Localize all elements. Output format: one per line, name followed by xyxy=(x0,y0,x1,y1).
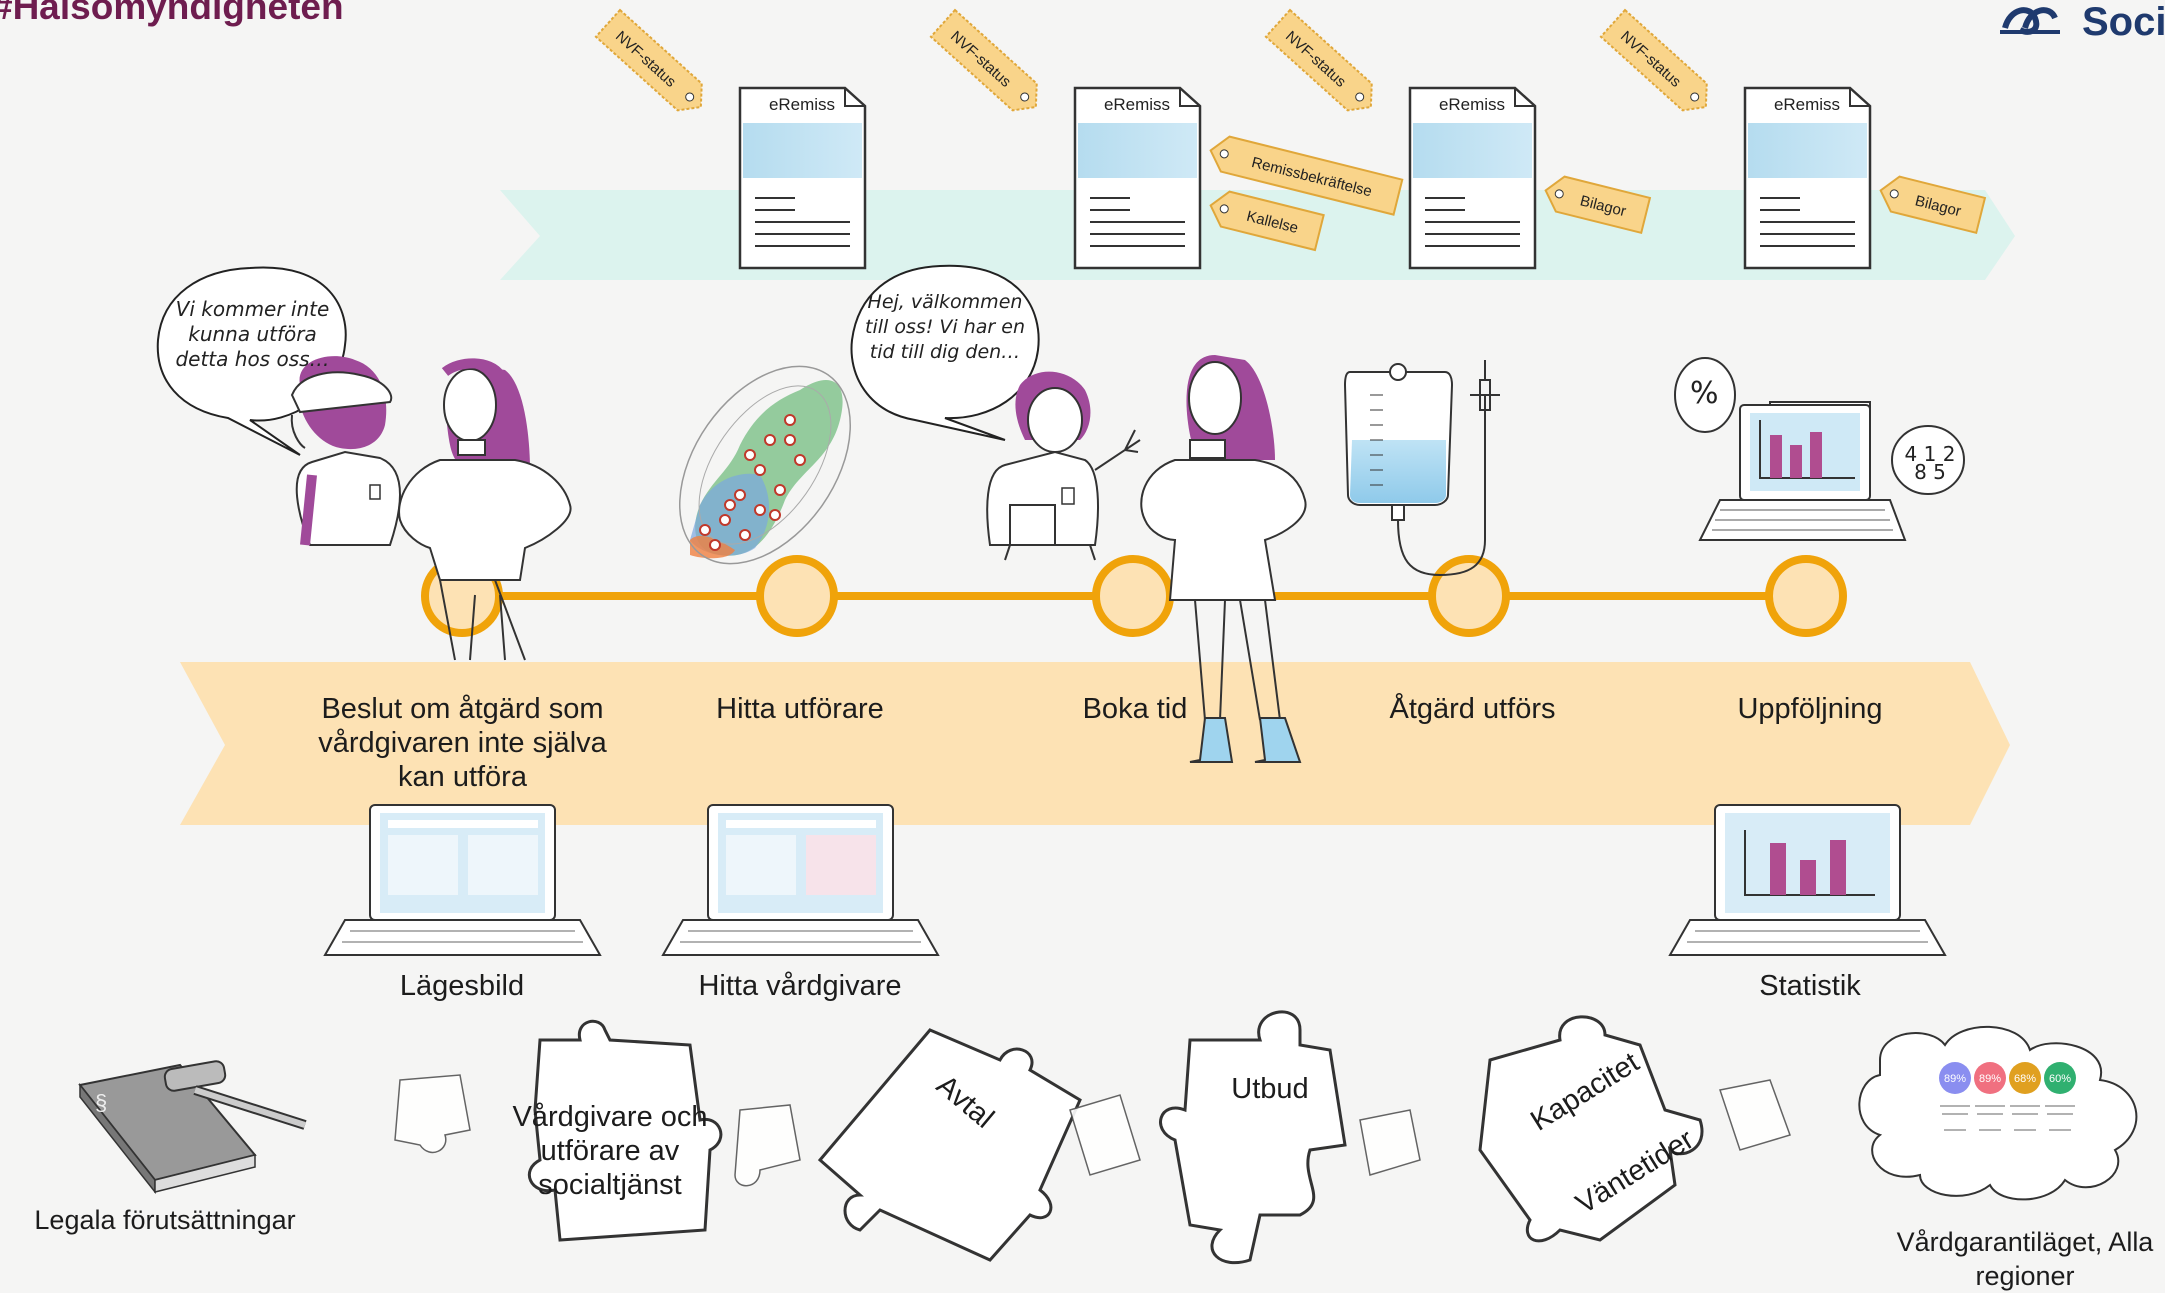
speech-bubble-left-text: Vi kommer inte kunna utföra detta hos os… xyxy=(175,297,330,371)
nurse-figure-middle xyxy=(986,371,1141,561)
map-node xyxy=(784,414,796,426)
side-tag: Bilagor xyxy=(1879,175,1987,235)
map-node xyxy=(769,509,781,521)
milestone-circle xyxy=(1428,555,1510,637)
milestone-circle xyxy=(1765,555,1847,637)
percent-value: 60% xyxy=(2049,1073,2071,1085)
eremiss-document: eRemiss xyxy=(1408,86,1537,270)
stage-label-follow-up: Uppföljning xyxy=(1737,693,1883,725)
percent-circle xyxy=(2044,1062,2076,1094)
guarantee-label: Vårdgarantiläget, Alla regioner xyxy=(1896,1227,2154,1291)
map-node xyxy=(764,434,776,446)
eremiss-document: eRemiss xyxy=(1743,86,1872,270)
guarantee-percent-circles: 89% 89% 68% 60% xyxy=(1939,1062,2076,1094)
eremiss-title: eRemiss xyxy=(769,95,835,114)
map-node xyxy=(719,514,731,526)
map-node xyxy=(794,454,806,466)
map-node xyxy=(744,449,756,461)
sweden-network-map-illustration xyxy=(678,365,852,565)
percent-circle xyxy=(1974,1062,2006,1094)
speech-bubble-middle-text: Hej, välkommen till oss! Vi har en tid t… xyxy=(865,291,1025,363)
laptop-statistics-illustration xyxy=(1674,357,1965,541)
numbers-icon: 4 1 2 8 5 xyxy=(1904,442,1956,484)
percent-value: 68% xyxy=(2014,1073,2036,1085)
tool-laptop xyxy=(661,804,940,956)
law-book-gavel-illustration: § xyxy=(78,1060,307,1195)
svg-text:§: § xyxy=(95,1090,107,1115)
guarantee-cloud-illustration: 89% 89% 68% 60% xyxy=(1858,1025,2138,1201)
map-node xyxy=(734,489,746,501)
map-nodes xyxy=(699,414,806,551)
tool-label-statistics: Statistik xyxy=(1759,970,1861,1002)
guarantee-text-lines xyxy=(1940,1105,2075,1131)
stage-label-find-provider: Hitta utförare xyxy=(716,693,884,725)
puzzle-text-providers: Vårdgivare och utförare av socialtjänst xyxy=(512,1101,708,1201)
nvf-status-tag: NVF-status xyxy=(929,8,1038,112)
tool-label-find-caregiver: Hitta vårdgivare xyxy=(698,970,902,1002)
stage-label-procedure: Åtgärd utförs xyxy=(1389,693,1556,725)
tool-laptop xyxy=(1668,804,1947,956)
logo-mark-icon xyxy=(2000,7,2060,35)
puzzle-text-supply: Utbud xyxy=(1231,1073,1309,1105)
percent-circle xyxy=(2009,1062,2041,1094)
eremiss-title: eRemiss xyxy=(1104,95,1170,114)
map-node xyxy=(774,484,786,496)
eremiss-document: eRemiss xyxy=(1073,86,1202,270)
patient-figure-left xyxy=(398,358,572,661)
map-node xyxy=(739,529,751,541)
speech-bubble-middle xyxy=(850,264,1040,441)
map-node xyxy=(754,504,766,516)
percent-value: 89% xyxy=(1944,1073,1966,1085)
puzzle-cluster xyxy=(527,1010,1704,1265)
percent-value: 89% xyxy=(1979,1073,2001,1085)
brand-logo-text: Socia xyxy=(2082,0,2165,44)
milestone-circle xyxy=(1092,555,1174,637)
nvf-status-tag: NVF-status xyxy=(1264,8,1373,112)
percent-circle xyxy=(1939,1062,1971,1094)
nvf-status-tag: NVF-status xyxy=(594,8,703,112)
eremiss-document: eRemiss xyxy=(738,86,867,270)
tool-laptop xyxy=(323,804,602,956)
percent-icon: % xyxy=(1690,376,1719,411)
stage-band-arrow xyxy=(180,662,2010,825)
nurse-figure-left xyxy=(290,356,401,546)
side-tag: Bilagor xyxy=(1544,175,1652,235)
patient-figure-middle xyxy=(1140,355,1307,763)
tool-laptops xyxy=(323,804,1947,956)
brand-hashtag: #Hälsomyndigheten xyxy=(0,0,344,27)
puzzle-small-pieces xyxy=(394,1074,1791,1187)
milestones xyxy=(421,555,1847,637)
map-node xyxy=(709,539,721,551)
tool-label-overview: Lägesbild xyxy=(399,970,525,1002)
nvf-status-tag: NVF-status xyxy=(1599,8,1708,112)
stage-label-decision: Beslut om åtgärd som vårdgivaren inte sj… xyxy=(318,693,607,793)
map-node xyxy=(784,434,796,446)
eremiss-title: eRemiss xyxy=(1774,95,1840,114)
side-tag: Kallelse xyxy=(1209,190,1325,252)
map-node xyxy=(699,524,711,536)
legal-label: Legala förutsättningar xyxy=(34,1205,296,1235)
milestone-circle xyxy=(756,555,838,637)
stage-label-book-time: Boka tid xyxy=(1082,693,1188,725)
document-group: eRemissNVF-statuseRemissNVF-statusRemiss… xyxy=(594,8,1987,270)
map-node xyxy=(724,499,736,511)
iv-bag-illustration xyxy=(1343,360,1500,577)
eremiss-title: eRemiss xyxy=(1439,95,1505,114)
map-node xyxy=(754,464,766,476)
